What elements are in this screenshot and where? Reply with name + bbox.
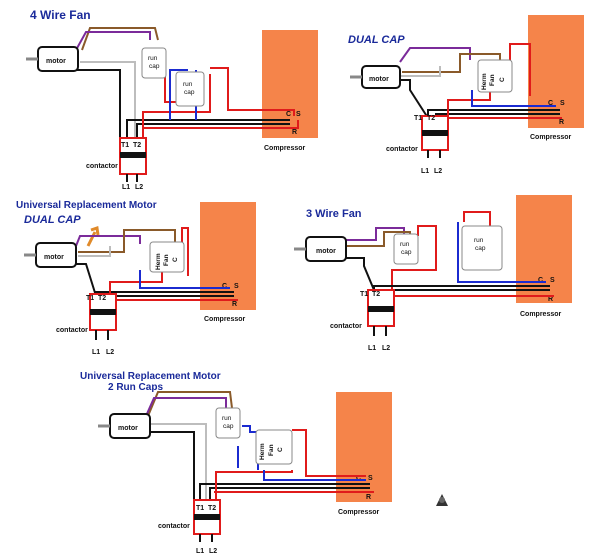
line-l2: L2 <box>434 168 442 175</box>
terminal-r: R <box>366 494 371 501</box>
diagram-title: 3 Wire Fan <box>306 208 362 220</box>
terminal-s: S <box>296 111 301 118</box>
contactor-t2: T2 <box>427 115 435 122</box>
compressor-label: Compressor <box>530 134 572 141</box>
line-l1: L1 <box>368 345 376 352</box>
terminal-s: S <box>368 475 373 482</box>
diagram-title: Universal Replacement Motor <box>80 371 221 382</box>
diagram-dual-cap: DUAL CAP Compressor C S R motor Herm Fan… <box>348 15 584 175</box>
terminal-s: S <box>234 283 239 290</box>
diagram-title: 4 Wire Fan <box>30 8 91 22</box>
contactor-t1: T1 <box>196 505 204 512</box>
dual-cap <box>149 241 185 273</box>
terminal-r: R <box>548 296 553 303</box>
diagram-universal-2-run-caps: Universal Replacement Motor 2 Run Caps C… <box>80 371 392 555</box>
emblem-icon <box>434 492 450 508</box>
run-cap-2 <box>461 225 503 271</box>
dual-cap-herm: Herm <box>155 253 162 270</box>
dual-cap-herm: Herm <box>259 443 266 460</box>
contactor-t1: T1 <box>360 291 368 298</box>
terminal-c: C <box>538 277 543 284</box>
run-cap-1 <box>141 47 167 79</box>
terminal-c: C <box>286 111 291 118</box>
dual-cap-c: C <box>499 77 506 82</box>
line-l2: L2 <box>106 349 114 356</box>
contactor-t2: T2 <box>372 291 380 298</box>
dual-cap-fan: Fan <box>163 254 170 266</box>
line-l1: L1 <box>92 349 100 356</box>
contactor-t1: T1 <box>121 142 129 149</box>
contactor-label: contactor <box>56 327 88 334</box>
contactor-label: contactor <box>330 323 362 330</box>
dual-cap-c: C <box>277 447 284 452</box>
dual-cap-fan: Fan <box>489 74 496 86</box>
line-l1: L1 <box>122 184 130 191</box>
diagram-subtitle: 2 Run Caps <box>108 382 163 393</box>
terminal-r: R <box>292 129 297 136</box>
contactor-t2: T2 <box>133 142 141 149</box>
diagram-title: DUAL CAP <box>348 34 405 46</box>
compressor-box <box>262 30 318 138</box>
compressor-label: Compressor <box>338 509 380 516</box>
terminal-r: R <box>559 119 564 126</box>
compressor-box <box>528 15 584 128</box>
dual-cap <box>255 429 293 465</box>
compressor-box <box>200 202 256 310</box>
contactor-t1: T1 <box>86 295 94 302</box>
diagram-universal-dual-cap: Universal Replacement Motor DUAL CAP Com… <box>16 200 256 356</box>
run-cap-1 <box>215 407 241 439</box>
run-cap-1 <box>393 233 419 265</box>
motor-label: motor <box>316 248 336 255</box>
line-l2: L2 <box>209 548 217 555</box>
compressor-label: Compressor <box>520 311 562 318</box>
motor-label: motor <box>44 254 64 261</box>
dual-cap <box>477 59 513 93</box>
motor-label: motor <box>369 76 389 83</box>
terminal-c: C <box>222 283 227 290</box>
terminal-c: C <box>548 100 553 107</box>
compressor-label: Compressor <box>204 316 246 323</box>
line-l1: L1 <box>196 548 204 555</box>
dual-cap-herm: Herm <box>481 73 488 90</box>
terminal-c: C <box>356 475 361 482</box>
contactor-label: contactor <box>86 163 118 170</box>
terminal-s: S <box>550 277 555 284</box>
contactor-t2: T2 <box>208 505 216 512</box>
dual-cap-fan: Fan <box>268 444 275 456</box>
compressor-box <box>336 392 392 502</box>
contactor-label: contactor <box>158 523 190 530</box>
line-l2: L2 <box>382 345 390 352</box>
motor-label: motor <box>46 58 66 65</box>
line-l1: L1 <box>421 168 429 175</box>
compressor-label: Compressor <box>264 145 306 152</box>
diagram-title: Universal Replacement Motor <box>16 200 157 211</box>
terminal-r: R <box>232 301 237 308</box>
dual-cap-c: C <box>172 257 179 262</box>
contactor-t2: T2 <box>98 295 106 302</box>
diagram-subtitle: DUAL CAP <box>24 214 81 226</box>
motor-label: motor <box>118 425 138 432</box>
arrow-icon <box>86 226 100 247</box>
run-cap-2 <box>175 71 205 107</box>
terminal-s: S <box>560 100 565 107</box>
contactor-t1: T1 <box>414 115 422 122</box>
line-l2: L2 <box>135 184 143 191</box>
contactor-label: contactor <box>386 146 418 153</box>
